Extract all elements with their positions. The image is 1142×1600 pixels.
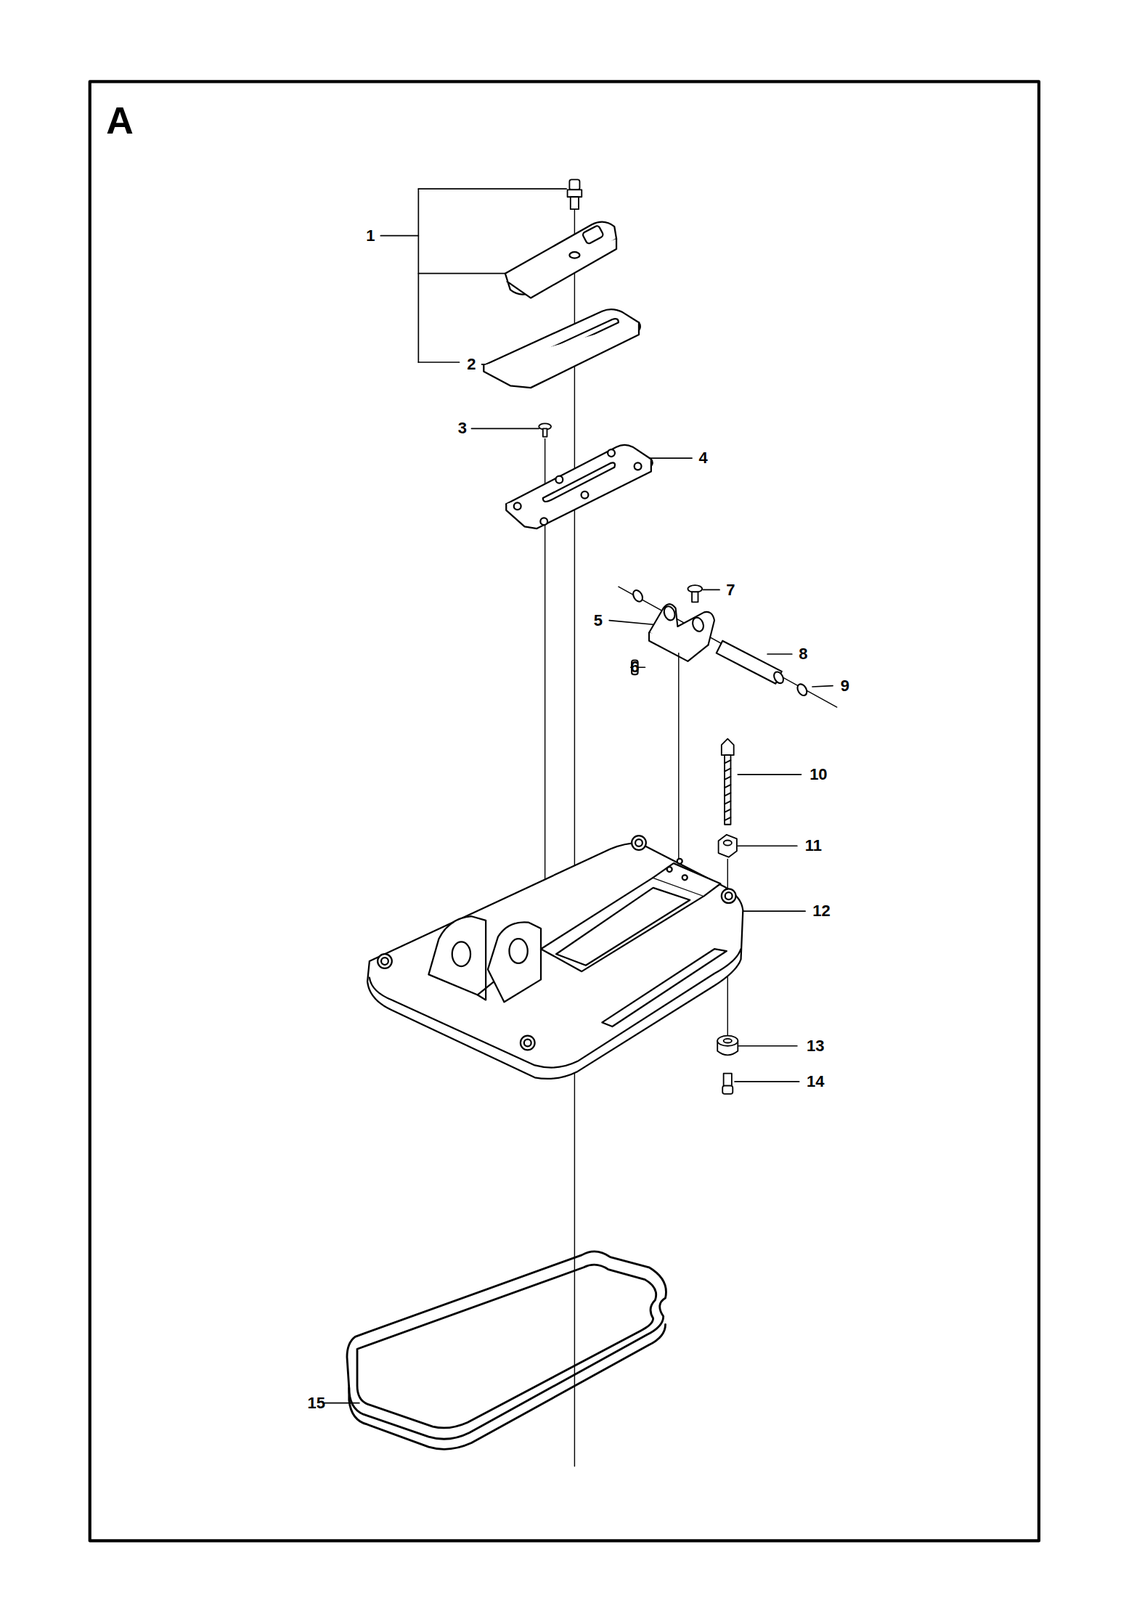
screw	[687, 585, 703, 602]
callout-number: 11	[805, 837, 822, 854]
bolt	[721, 739, 734, 825]
frame	[90, 81, 1039, 1541]
callout-number: 2	[466, 356, 476, 373]
spacer	[717, 1036, 738, 1056]
callout-number: 5	[593, 612, 603, 629]
callout-number: 10	[809, 766, 827, 783]
figure-letter: A	[105, 101, 134, 140]
callout-number: 3	[458, 420, 467, 437]
callout-number: 1	[365, 227, 375, 244]
leader-lines	[324, 188, 833, 1404]
callout-number: 13	[806, 1038, 825, 1055]
callout-number: 9	[840, 678, 850, 695]
screw	[722, 1073, 733, 1095]
nut	[718, 834, 737, 858]
base-plate	[367, 835, 743, 1079]
grease-nipple	[567, 179, 583, 210]
assembly-axis	[574, 204, 575, 1467]
callout-number: 12	[812, 903, 830, 920]
mounting-plate	[506, 445, 652, 529]
screw	[538, 423, 552, 437]
top-pad	[505, 222, 617, 299]
callout-number: 8	[798, 646, 808, 663]
gasket	[347, 1251, 666, 1450]
callout-number: 6	[630, 659, 639, 676]
callout-number: 14	[806, 1073, 825, 1090]
slot-plate	[483, 309, 641, 388]
callout-number: 7	[726, 582, 735, 599]
callout-number: 15	[307, 1395, 326, 1412]
callout-number: 4	[698, 450, 708, 467]
hinge-assembly	[630, 588, 809, 698]
